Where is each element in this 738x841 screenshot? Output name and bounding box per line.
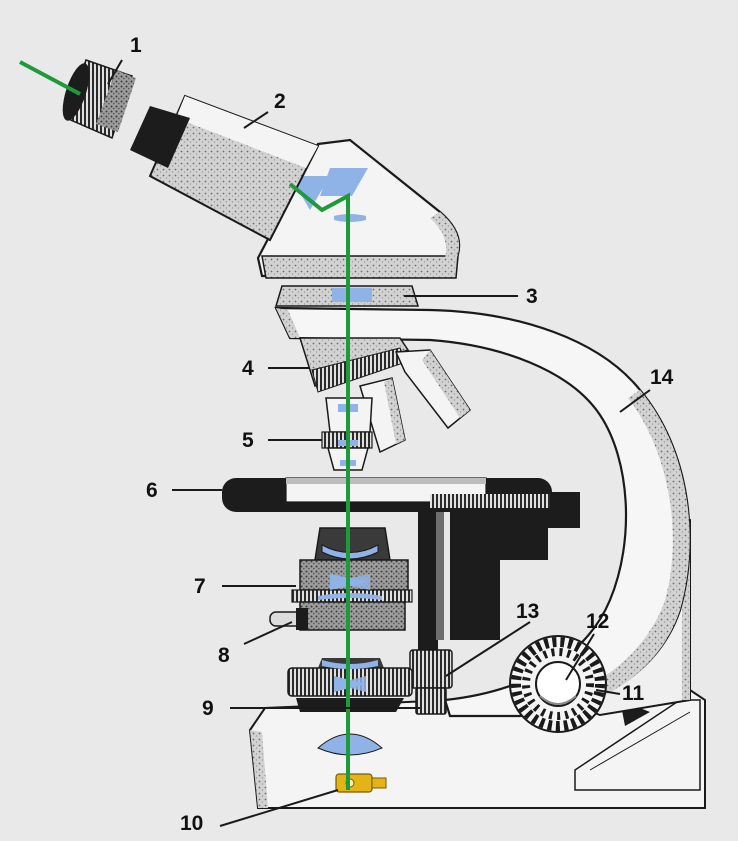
callout-label: 7 <box>194 575 206 598</box>
callout-label: 4 <box>242 357 254 380</box>
eyepiece <box>62 59 136 140</box>
condenser-knob <box>269 608 308 630</box>
callout-label: 6 <box>146 479 158 502</box>
callout-label: 13 <box>516 600 539 623</box>
light-path <box>19 60 350 790</box>
callout-label: 10 <box>180 812 203 835</box>
callout-3: 3 <box>404 285 538 308</box>
callout-label: 2 <box>274 90 286 113</box>
callout-4: 4 <box>242 357 310 380</box>
stage <box>222 477 552 512</box>
condenser <box>291 527 413 631</box>
callout-label: 11 <box>622 682 645 705</box>
callout-8: 8 <box>218 621 293 667</box>
callout-label: 8 <box>218 644 230 667</box>
callout-label: 1 <box>130 34 142 57</box>
callout-10: 10 <box>180 789 339 835</box>
nosepiece <box>298 337 472 454</box>
focus-knob <box>509 635 607 733</box>
callout-12: 12 <box>565 610 609 681</box>
callout-5: 5 <box>242 429 322 452</box>
prism-head <box>256 138 461 307</box>
callout-2: 2 <box>243 90 286 129</box>
callout-13: 13 <box>445 600 539 677</box>
lamp <box>335 773 387 793</box>
callout-7: 7 <box>194 575 296 598</box>
callout-14: 14 <box>619 366 674 413</box>
callout-label: 5 <box>242 429 254 452</box>
callout-6: 6 <box>146 479 222 502</box>
callout-label: 3 <box>526 285 538 308</box>
callout-label: 12 <box>586 610 609 633</box>
callout-11: 11 <box>595 682 645 705</box>
callout-1: 1 <box>107 34 142 85</box>
eyepiece-tube <box>130 94 320 242</box>
callout-label: 14 <box>650 366 674 389</box>
callout-label: 9 <box>202 697 214 720</box>
stage-mechanism <box>409 492 580 715</box>
callout-9: 9 <box>202 697 420 720</box>
